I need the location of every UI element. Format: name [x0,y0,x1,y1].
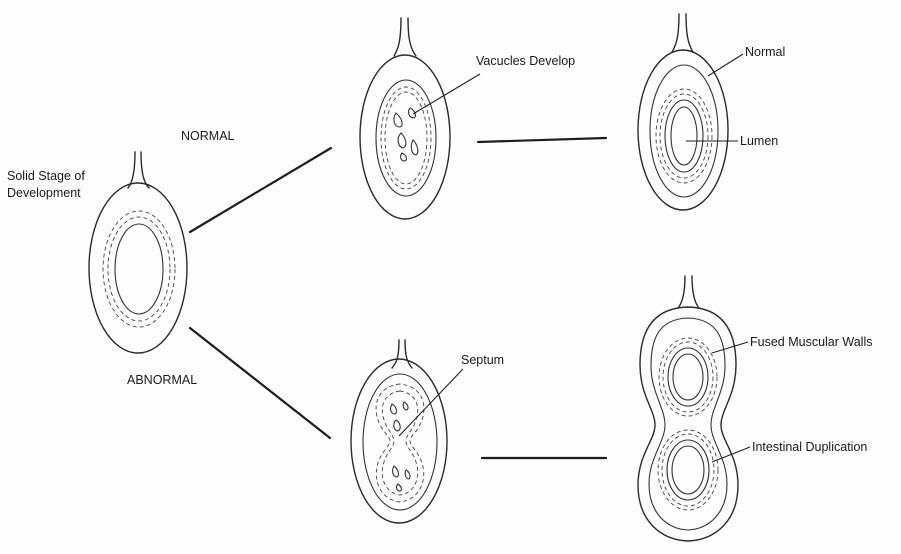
duplication-figure [638,276,738,541]
label-vacuoles: Vacucles Develop [476,53,575,70]
label-septum: Septum [461,352,504,369]
label-solid-stage: Solid Stage of Development [7,168,112,202]
label-duplication: Intestinal Duplication [752,439,867,456]
leader-fused-walls [712,342,748,353]
connector-normal-branch [190,148,331,232]
label-fused-walls: Fused Muscular Walls [750,334,873,351]
label-lumen: Lumen [740,133,778,150]
label-normal: Normal [745,44,785,61]
label-normal-branch: NORMAL [181,128,234,145]
normal-lumen-figure [638,14,728,210]
leader-normal [708,54,743,76]
connector-top-right [478,138,606,142]
label-abnormal-branch: ABNORMAL [127,372,197,389]
leader-vacuoles [413,74,480,114]
vacuoles-figure [360,18,450,219]
septum-figure [351,340,447,523]
connector-abnormal-branch [190,328,330,438]
